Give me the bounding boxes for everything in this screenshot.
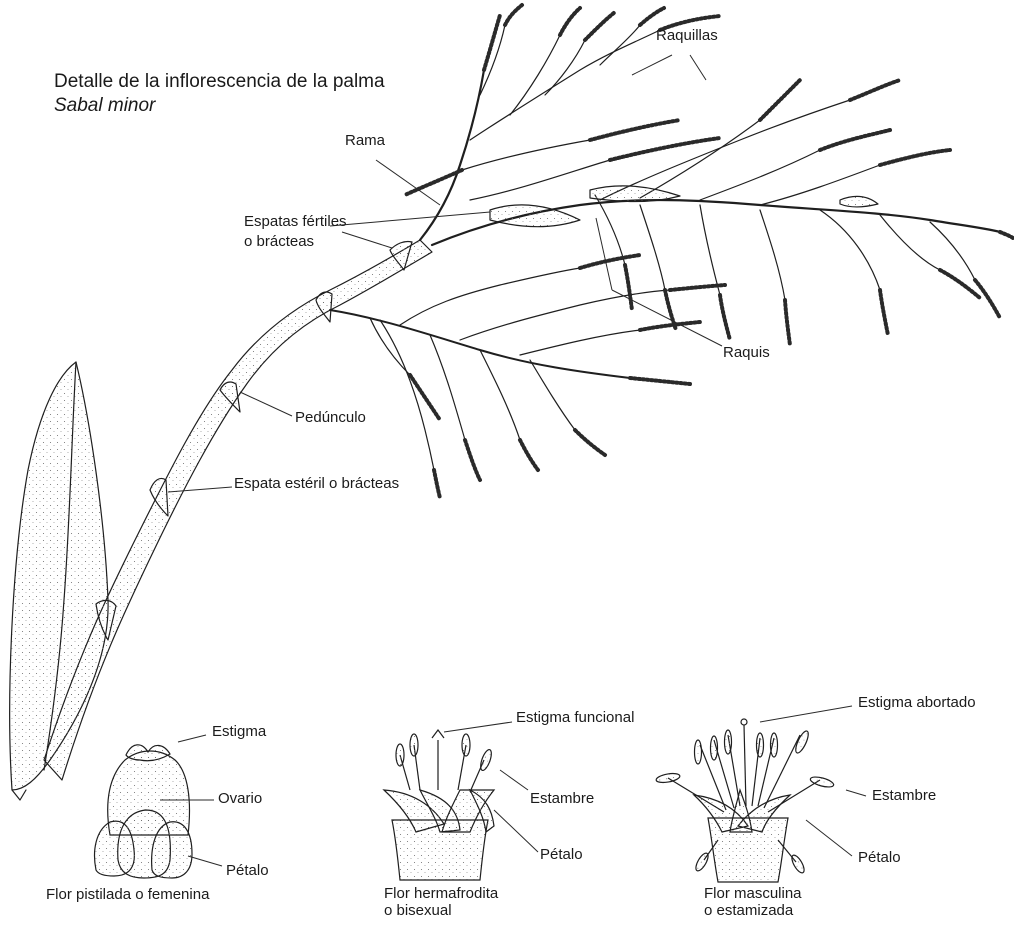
rama-branch bbox=[420, 70, 484, 240]
label-rama: Rama bbox=[345, 132, 385, 150]
caption-line: o bisexual bbox=[384, 902, 498, 919]
caption-male: Flor masculina o estamizada bbox=[704, 885, 802, 919]
title-line: Detalle de la inflorescencia de la palma bbox=[54, 70, 385, 94]
label-hermaphrodite-estigma: Estigma funcional bbox=[516, 709, 634, 727]
label-male-estambre: Estambre bbox=[872, 787, 936, 805]
label-pedunculo: Pedúnculo bbox=[295, 409, 366, 427]
label-hermaphrodite-petalo: Pétalo bbox=[540, 846, 583, 864]
label-raquillas: Raquillas bbox=[656, 27, 718, 45]
label-male-estigma: Estigma abortado bbox=[858, 694, 976, 712]
label-pistillate-ovario: Ovario bbox=[218, 790, 262, 808]
male-flower-drawing bbox=[655, 719, 834, 882]
label-leader-lines bbox=[168, 55, 722, 492]
species-name: Sabal minor bbox=[54, 94, 385, 118]
label-hermaphrodite-estambre: Estambre bbox=[530, 790, 594, 808]
diagram-title: Detalle de la inflorescencia de la palma… bbox=[54, 70, 385, 118]
label-pistillate-petalo: Pétalo bbox=[226, 862, 269, 880]
caption-line: Flor masculina bbox=[704, 885, 802, 902]
lower-branch bbox=[330, 310, 630, 378]
label-raquis: Raquis bbox=[723, 344, 770, 362]
caption-line: Flor hermafrodita bbox=[384, 885, 498, 902]
caption-line: Flor pistilada o femenina bbox=[46, 886, 209, 903]
label-espatas-fertiles-2: o brácteas bbox=[244, 233, 314, 251]
caption-hermaphrodite: Flor hermafrodita o bisexual bbox=[384, 885, 498, 919]
peduncle-shape bbox=[44, 240, 432, 780]
caption-line: o estamizada bbox=[704, 902, 802, 919]
hermaphrodite-flower-drawing bbox=[384, 730, 494, 880]
label-male-petalo: Pétalo bbox=[858, 849, 901, 867]
label-espata-esteril: Espata estéril o brácteas bbox=[234, 475, 399, 493]
label-espatas-fertiles: Espatas fértiles bbox=[244, 213, 347, 231]
caption-pistillate: Flor pistilada o femenina bbox=[46, 886, 209, 903]
label-pistillate-estigma: Estigma bbox=[212, 723, 266, 741]
pistillate-flower-drawing bbox=[95, 745, 192, 878]
